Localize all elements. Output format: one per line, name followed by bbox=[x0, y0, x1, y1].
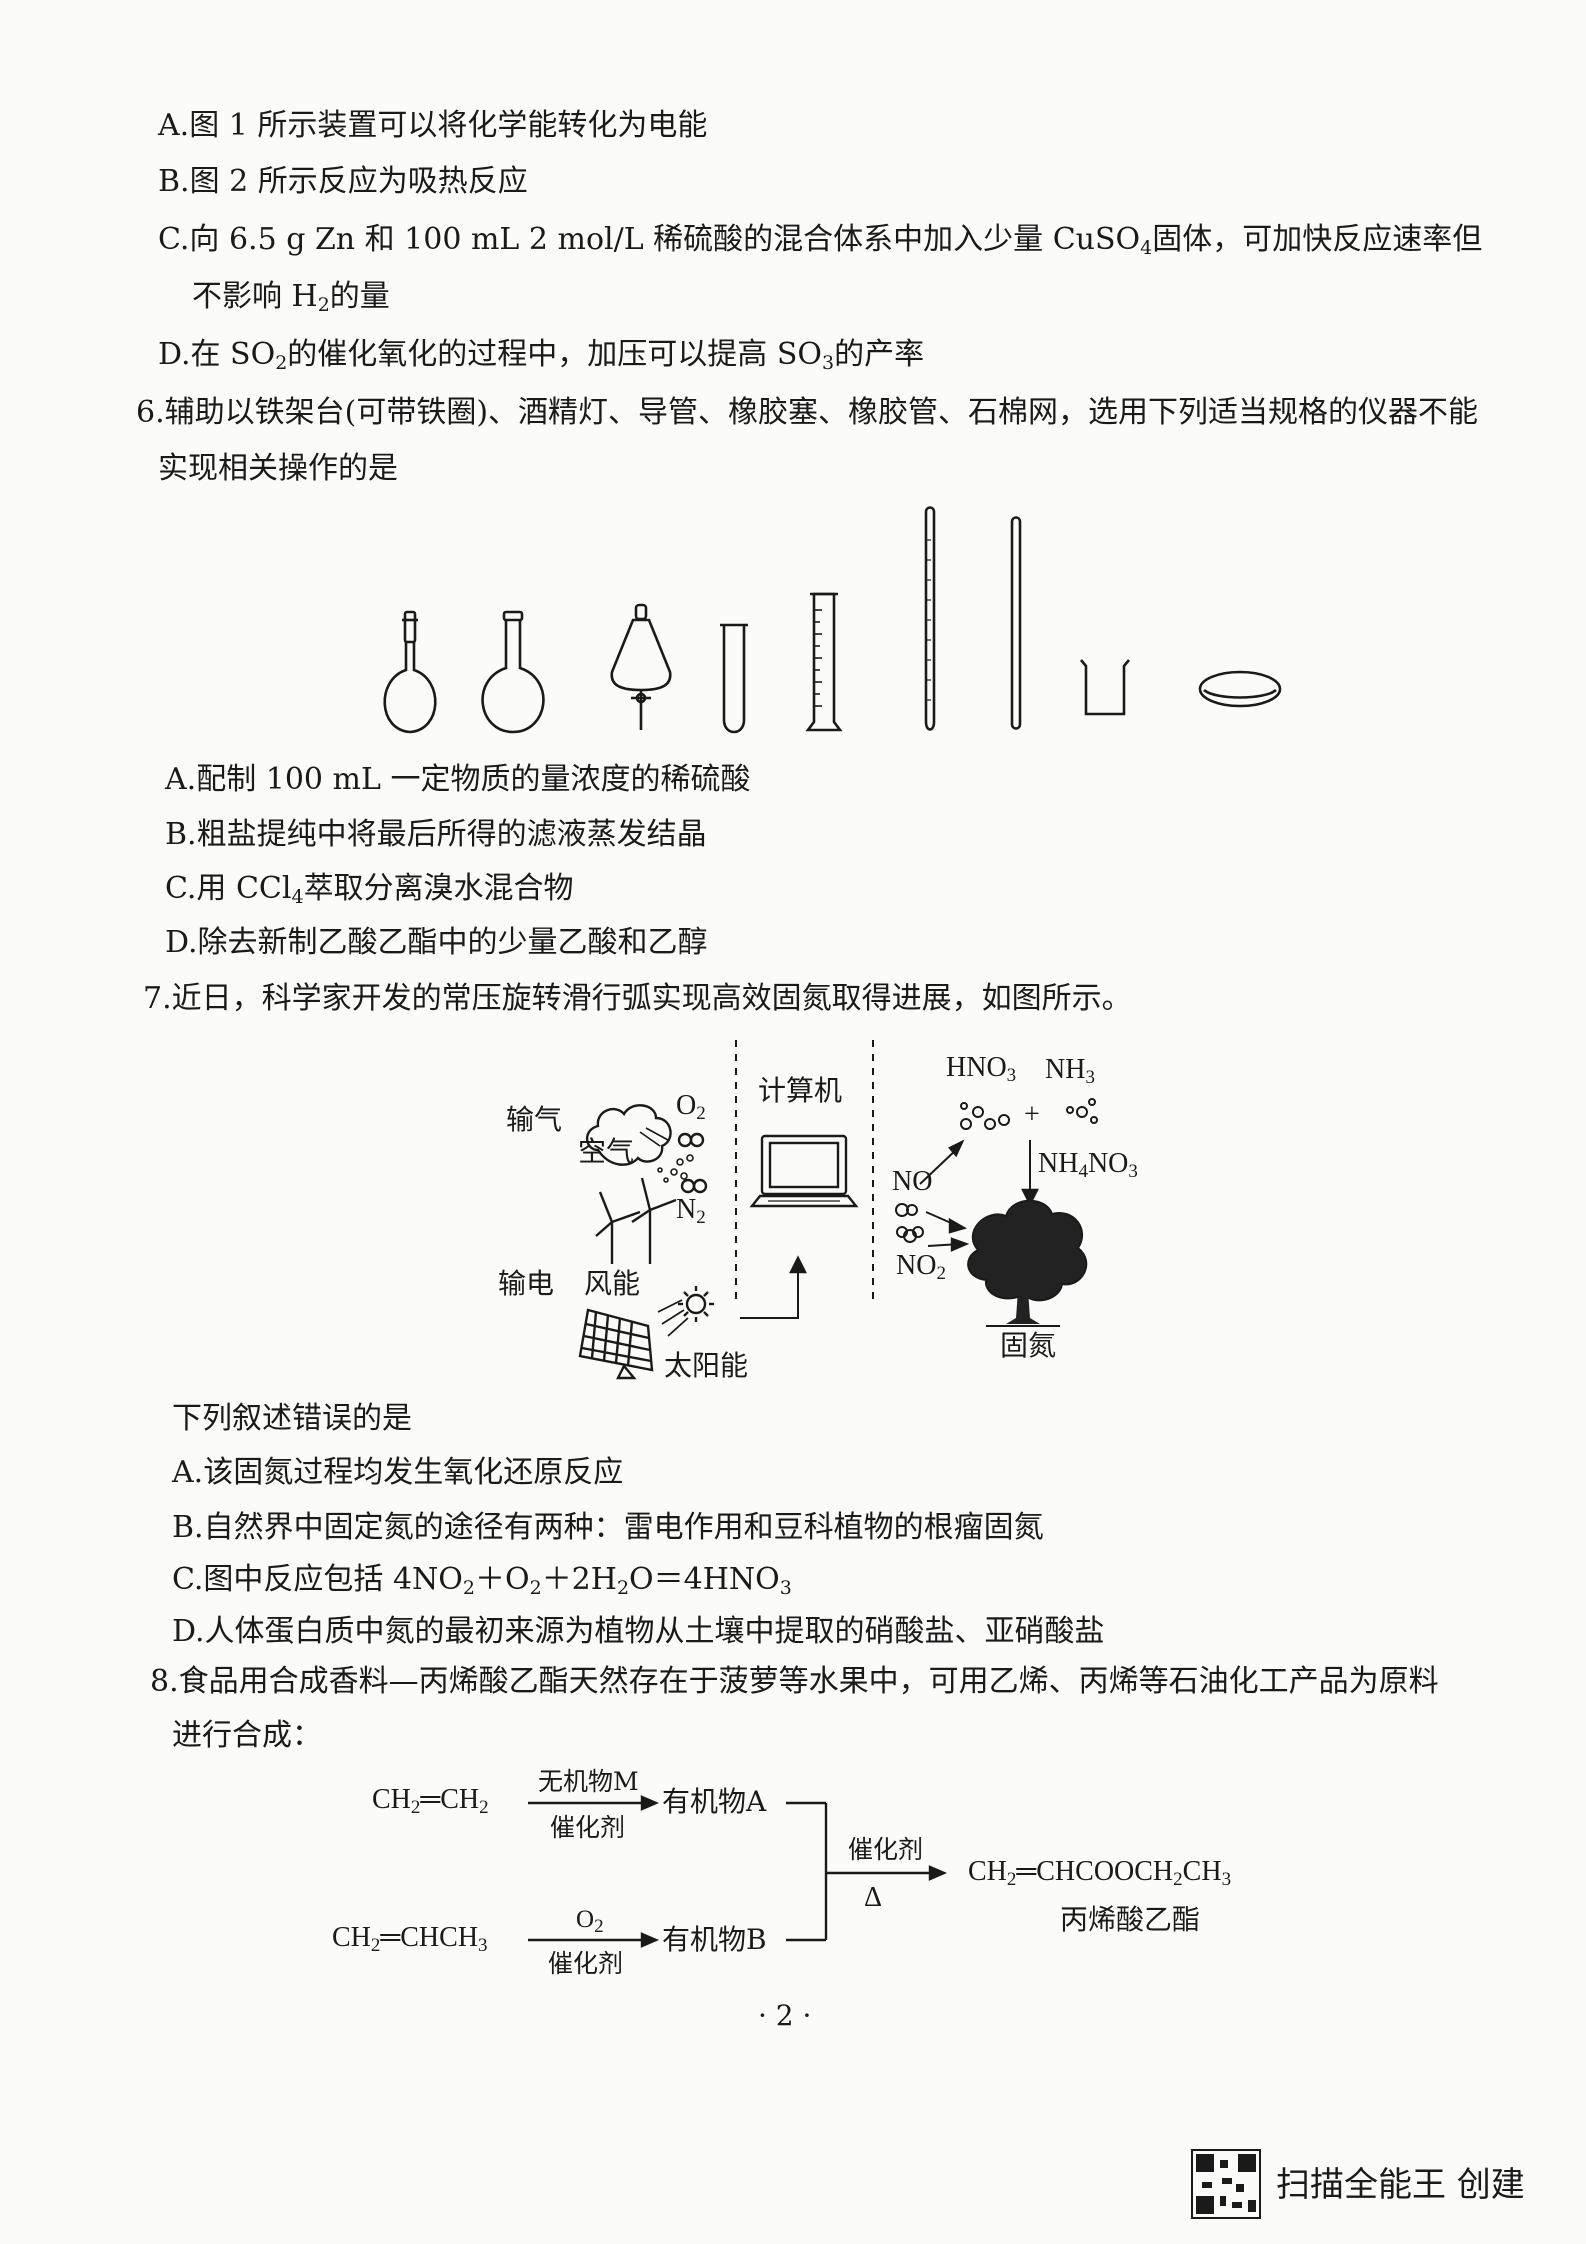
propylene-formula: CH2═CHCH3 bbox=[332, 1922, 488, 1956]
q6-stem-line2: 实现相关操作的是 bbox=[158, 451, 398, 486]
q8-synthesis-scheme bbox=[528, 1795, 948, 1948]
q7-option-a: A.该固氮过程均发生氧化还原反应 bbox=[172, 1455, 624, 1490]
q6-option-b: B.粗盐提纯中将最后所得的滤液蒸发结晶 bbox=[165, 817, 707, 852]
label-no: NO bbox=[892, 1166, 933, 1197]
nitrogen-molecule-icon bbox=[680, 1178, 708, 1194]
label-shuqi: 输气 bbox=[506, 1103, 563, 1136]
q8-stem-line2: 进行合成： bbox=[172, 1718, 322, 1753]
ethylene-formula: CH2═CH2 bbox=[372, 1784, 489, 1818]
ammonia-molecule-icon bbox=[1066, 1098, 1098, 1124]
label-nh3: NH3 bbox=[1045, 1054, 1095, 1088]
label-o2: O2 bbox=[676, 1090, 706, 1124]
evaporating-dish-icon bbox=[1198, 670, 1282, 708]
ethyl-acrylate-name: 丙烯酸乙酯 bbox=[1060, 1903, 1201, 1936]
round-bottom-flask-icon bbox=[481, 610, 545, 734]
tree-icon bbox=[967, 1199, 1088, 1327]
q7-option-c: C.图中反应包括 4NO2＋O2＋2H2O＝4HNO3 bbox=[172, 1562, 792, 1599]
page-number: · 2 · bbox=[758, 1999, 812, 2032]
cloud-icon bbox=[585, 1104, 672, 1166]
label-shudian: 输电 bbox=[498, 1267, 555, 1300]
label-hno3: HNO3 bbox=[946, 1052, 1017, 1086]
catalyst-label-2: 催化剂 bbox=[548, 1949, 624, 1978]
computer-icon bbox=[749, 1134, 859, 1208]
scanner-watermark: 扫描全能王 创建 bbox=[1276, 2165, 1525, 2205]
organic-a-label: 有机物A bbox=[662, 1785, 767, 1818]
beaker-icon bbox=[1080, 659, 1130, 716]
q6-option-d: D.除去新制乙酸乙酯中的少量乙酸和乙醇 bbox=[165, 925, 708, 960]
q5-option-c-line2: 不影响 H2的量 bbox=[192, 279, 390, 316]
label-no2: NO2 bbox=[896, 1250, 946, 1284]
q7-ask: 下列叙述错误的是 bbox=[172, 1401, 412, 1436]
separatory-funnel-icon bbox=[610, 603, 672, 730]
wind-turbine-icon bbox=[595, 1177, 677, 1264]
q7-stem: 7.近日，科学家开发的常压旋转滑行弧实现高效固氮取得进展，如图所示。 bbox=[143, 981, 1132, 1016]
test-tube-icon bbox=[720, 623, 748, 734]
label-fengneng: 风能 bbox=[584, 1267, 641, 1300]
q7-option-b: B.自然界中固定氮的途径有两种：雷电作用和豆科植物的根瘤固氮 bbox=[172, 1510, 1044, 1545]
oxygen-molecule-icon bbox=[677, 1132, 705, 1148]
label-taiyangneng: 太阳能 bbox=[664, 1349, 749, 1382]
label-jisuanji: 计算机 bbox=[758, 1074, 843, 1107]
volumetric-flask-icon bbox=[383, 610, 437, 734]
q6-apparatus-figure bbox=[383, 506, 1282, 734]
q6-option-c: C.用 CCl4萃取分离溴水混合物 bbox=[165, 871, 574, 908]
label-n2: N2 bbox=[676, 1194, 706, 1228]
q5-option-c-line1: C.向 6.5 g Zn 和 100 mL 2 mol/L 稀硫酸的混合体系中加… bbox=[158, 222, 1483, 259]
label-gudan: 固氮 bbox=[1000, 1329, 1057, 1362]
q6-stem-line1: 6.辅助以铁架台(可带铁圈)、酒精灯、导管、橡胶塞、橡胶管、石棉网，选用下列适当… bbox=[136, 395, 1479, 430]
reagent-m-label: 无机物M bbox=[538, 1767, 639, 1796]
graduated-cylinder-icon bbox=[805, 592, 843, 732]
thermometer-icon bbox=[924, 506, 936, 731]
air-particles-icon bbox=[657, 1154, 694, 1183]
glass-rod-icon bbox=[1010, 516, 1022, 730]
q7-nitrogen-fixation-figure bbox=[578, 1040, 1098, 1380]
q7-option-d: D.人体蛋白质中氮的最初来源为植物从土壤中提取的硝酸盐、亚硝酸盐 bbox=[172, 1614, 1105, 1649]
label-plus: + bbox=[1024, 1099, 1040, 1130]
organic-b-label: 有机物B bbox=[662, 1923, 767, 1956]
q5-option-d: D.在 SO2的催化氧化的过程中，加压可以提高 SO3的产率 bbox=[158, 337, 925, 374]
oxygen-reagent-label: O2 bbox=[576, 1906, 604, 1937]
q5-option-b: B.图 2 所示反应为吸热反应 bbox=[158, 164, 528, 199]
label-nh4no3: NH4NO3 bbox=[1038, 1148, 1138, 1182]
catalyst-label-1: 催化剂 bbox=[550, 1813, 626, 1842]
nitric-acid-molecule-icon bbox=[960, 1102, 1010, 1130]
catalyst-label-3: 催化剂 bbox=[848, 1835, 924, 1864]
label-kongqi: 空气 bbox=[578, 1135, 635, 1168]
solar-panel-icon bbox=[578, 1308, 654, 1380]
q6-option-a: A.配制 100 mL 一定物质的量浓度的稀硫酸 bbox=[165, 762, 751, 797]
heat-delta-label: Δ bbox=[864, 1882, 883, 1913]
q5-option-a: A.图 1 所示装置可以将化学能转化为电能 bbox=[158, 108, 708, 143]
sun-icon bbox=[678, 1286, 714, 1322]
q8-stem-line1: 8.食品用合成香料—丙烯酸乙酯天然存在于菠萝等水果中，可用乙烯、丙烯等石油化工产… bbox=[150, 1664, 1439, 1699]
ethyl-acrylate-formula: CH2═CHCOOCH2CH3 bbox=[968, 1856, 1232, 1890]
